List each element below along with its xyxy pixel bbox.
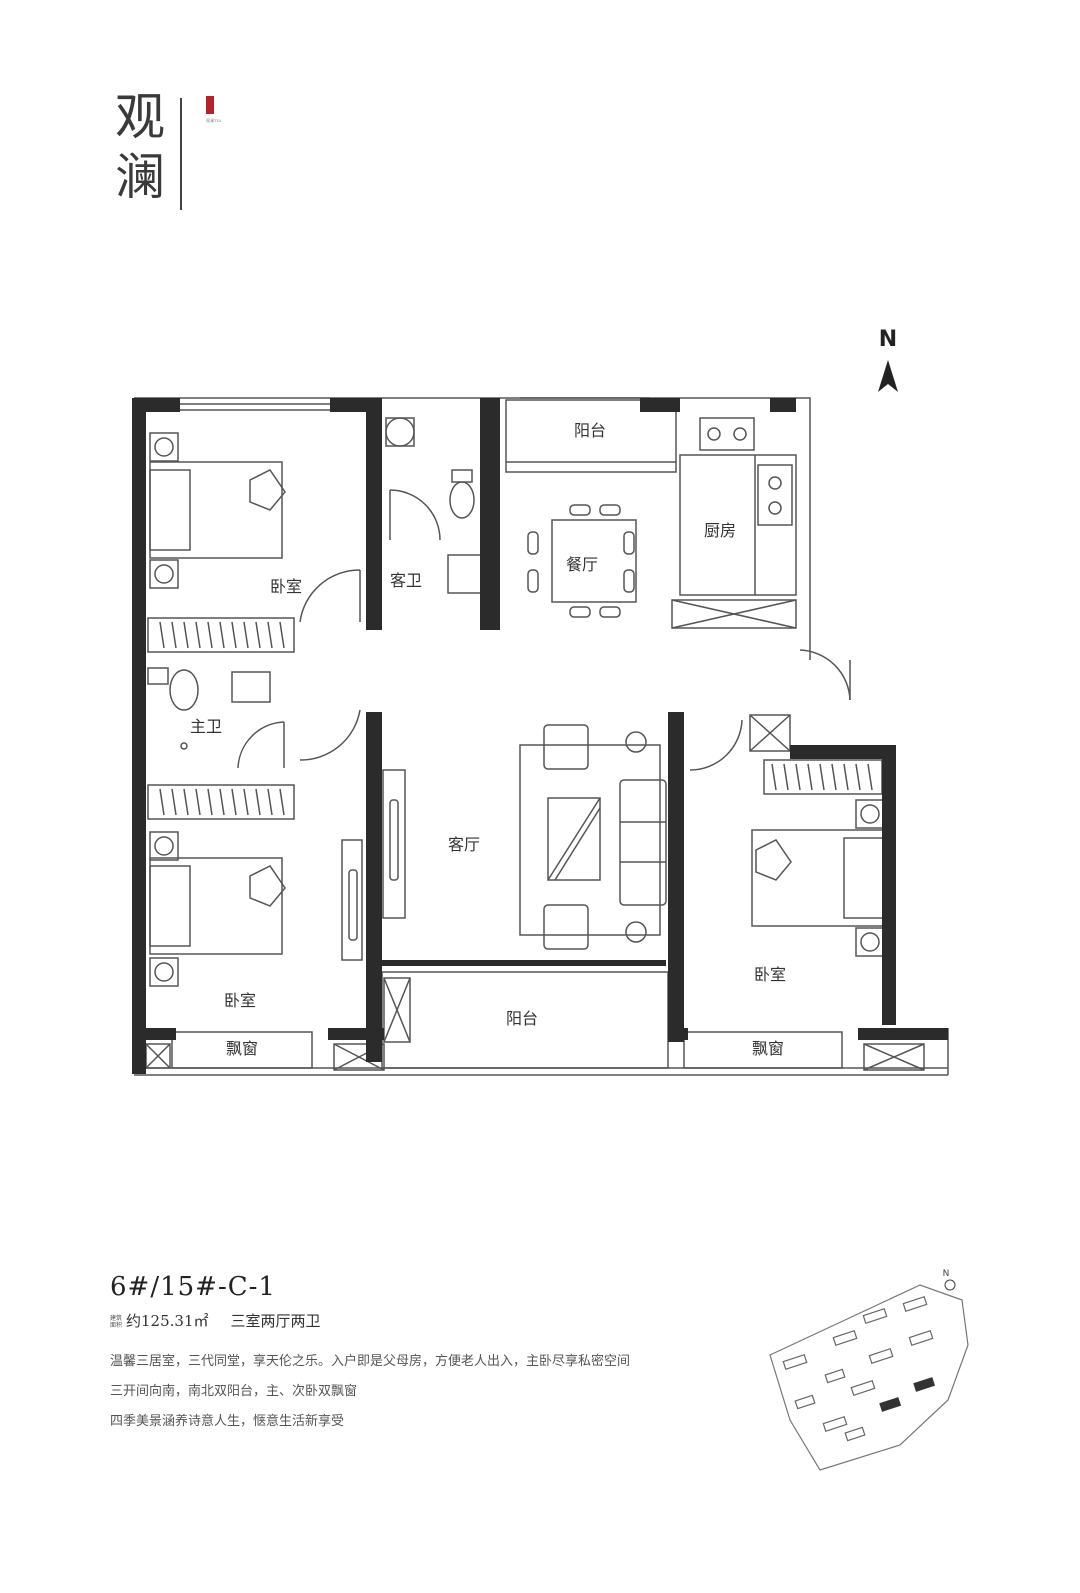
room-label-dining: 餐厅	[566, 555, 598, 574]
room-label-balcony-north: 阳台	[574, 421, 606, 440]
room-label-guest-bath: 客卫	[390, 571, 422, 590]
room-label-bedroom-se: 卧室	[754, 965, 786, 984]
brand-seal-text: 观澜TIA	[206, 118, 222, 123]
description-line: 三开间向南，南北双阳台，主、次卧双飘窗	[110, 1384, 358, 1399]
area-label: 建筑面积	[110, 1315, 123, 1329]
site-map-north-icon: N	[943, 1269, 956, 1291]
brand-seal-logo	[206, 96, 214, 114]
walls	[132, 398, 948, 1074]
site-map-outline	[769, 1284, 969, 1471]
site-map-north-letter: N	[943, 1269, 950, 1279]
room-label-bay-window-sw: 飘窗	[226, 1039, 258, 1058]
unit-area: 约125.31㎡	[126, 1312, 209, 1330]
description-line: 温馨三居室，三代同堂，享天伦之乐。入户即是父母房，方便老人出入，主卧尽享私密空间	[110, 1354, 631, 1369]
description-line: 四季美景涵养诗意人生，惬意生活新享受	[110, 1414, 345, 1429]
site-map-highlighted-buildings	[879, 1377, 936, 1412]
area-row: 建筑面积约125.31㎡ 三室两厅两卫	[110, 1310, 321, 1331]
compass-letter: N	[879, 327, 897, 352]
site-map-buildings	[782, 1296, 934, 1442]
room-label-kitchen: 厨房	[704, 521, 736, 540]
room-label-bedroom-sw: 卧室	[224, 991, 256, 1010]
unit-layout: 三室两厅两卫	[230, 1312, 321, 1330]
brand-divider	[180, 98, 182, 210]
room-label-bedroom-nw: 卧室	[270, 577, 302, 596]
compass-icon: N	[878, 327, 898, 392]
floor-plan: N	[132, 327, 949, 1076]
room-label-balcony-south: 阳台	[506, 1009, 538, 1028]
wardrobe-hatching	[159, 621, 873, 816]
room-label-bay-window-se: 飘窗	[752, 1039, 784, 1058]
unit-code: 6#/15#-C-1	[110, 1272, 276, 1302]
room-label-living: 客厅	[448, 835, 480, 854]
brand-title: 观澜	[107, 90, 165, 210]
room-label-master-bath: 主卫	[190, 717, 222, 736]
